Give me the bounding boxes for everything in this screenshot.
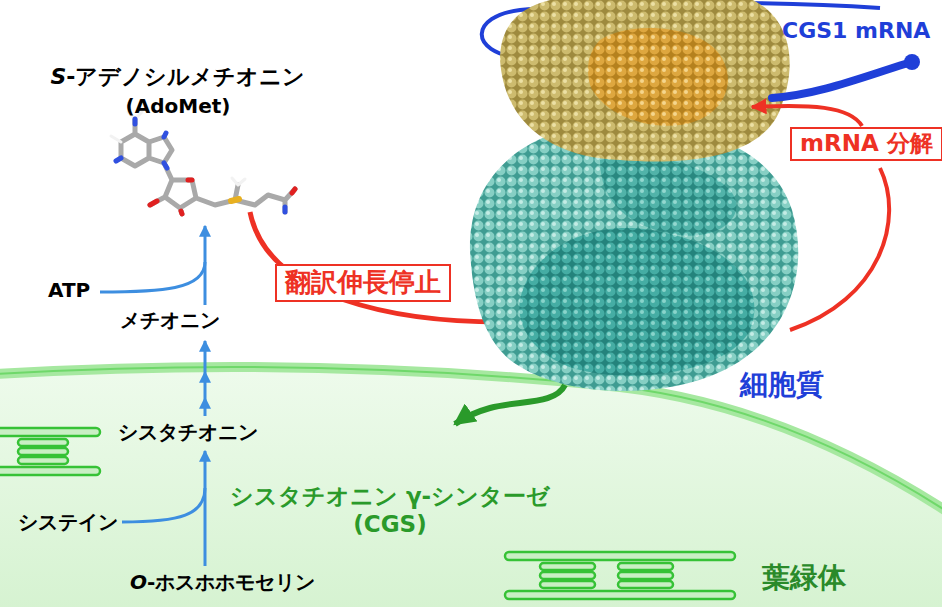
text-slot: シスタチオニン <box>118 420 258 444</box>
text-slot: ATP <box>48 278 90 302</box>
adomet-molecule <box>111 112 295 214</box>
text-slot: S-アデノシルメチオニン <box>51 64 306 90</box>
metabolite-name: メチオニン <box>120 308 220 332</box>
organelle-name: 葉緑体 <box>762 561 846 595</box>
metabolite-name: シスタチオニン <box>118 420 258 444</box>
metabolite-name: ATP <box>48 278 90 302</box>
text-slot: O-ホスホホモセリン <box>130 570 315 594</box>
text-slot: CGS1 mRNA <box>782 18 930 44</box>
metabolite-name: システイン <box>18 510 118 534</box>
mrna-strand <box>772 64 905 98</box>
text-slot: (AdoMet) <box>126 94 231 118</box>
process-box: mRNA 分解 <box>790 127 942 161</box>
inhibition-line <box>250 212 505 339</box>
ribosome <box>470 0 798 391</box>
mrna-cap <box>904 54 920 70</box>
thylakoid-stack <box>0 428 100 475</box>
import-arrow <box>455 385 565 424</box>
text-slot: 細胞質 <box>740 368 824 402</box>
text-slot: メチオニン <box>120 308 220 332</box>
compartment-name: 細胞質 <box>740 368 824 402</box>
metabolite-abbr: (AdoMet) <box>126 94 231 118</box>
chloroplast-membrane <box>0 367 942 607</box>
degradation-arrow <box>752 106 889 330</box>
text-slot: 翻訳伸長停止 <box>285 267 441 298</box>
enzyme-name: シスタチオニン γ-シンターゼ (CGS) <box>190 483 590 538</box>
text-slot: シスタチオニン γ-シンターゼ (CGS) <box>190 483 590 538</box>
text-slot: システイン <box>18 510 118 534</box>
text-slot: mRNA 分解 <box>800 130 933 158</box>
process-label: mRNA 分解 <box>800 130 933 158</box>
process-box: 翻訳伸長停止 <box>275 264 451 302</box>
mrna-name: CGS1 mRNA <box>782 18 930 44</box>
text-slot: 葉緑体 <box>762 561 846 595</box>
thylakoid-stack <box>505 552 735 599</box>
process-label: 翻訳伸長停止 <box>285 267 441 298</box>
metabolite-name: O-ホスホホモセリン <box>130 570 315 594</box>
metabolite-name: S-アデノシルメチオニン <box>51 64 306 90</box>
chloroplast-membrane <box>0 367 942 607</box>
